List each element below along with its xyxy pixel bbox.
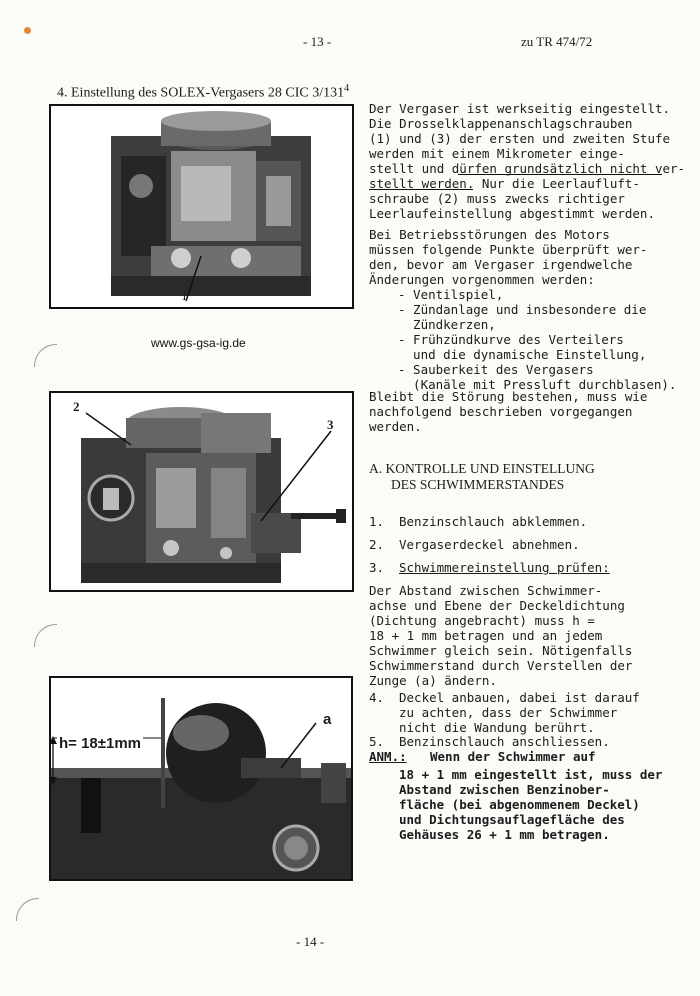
check-line: (Dichtung angebracht) muss h = <box>369 613 595 628</box>
note-first-line: Wenn der Schwimmer auf <box>430 749 596 764</box>
underline-mark <box>458 174 662 175</box>
punch-mark <box>34 624 57 647</box>
faults-line: Bei Betriebsstörungen des Motors <box>369 227 610 242</box>
step-number: 5. <box>369 734 385 749</box>
page-number-top: - 13 - <box>303 34 332 49</box>
note-line: Abstand zwischen Benzinober- <box>399 782 610 797</box>
checklist-item: und die dynamische Einstellung, <box>398 347 647 362</box>
step-number: 3. <box>369 560 385 575</box>
checklist-item: - Ventilspiel, <box>398 287 504 302</box>
section-title: 4. Einstellung des SOLEX-Vergasers 28 CI… <box>50 66 349 101</box>
float-level-illustration <box>51 678 351 879</box>
intro-line: (1) und (3) der ersten und zweiten Stufe <box>369 131 671 146</box>
note-line: Gehäuses 26 + 1 mm betragen. <box>399 827 610 842</box>
persist-line: werden. <box>369 419 422 434</box>
carburetor-photo-top: 1 <box>49 104 354 309</box>
step-number: 4. <box>369 690 385 705</box>
intro-line: stellt und dürfen grundsätzlich nicht ve… <box>369 161 686 176</box>
intro-line: Die Drosselklappenanschlagschrauben <box>369 116 633 131</box>
check-line: 18 + 1 mm betragen und an jedem <box>369 628 603 643</box>
figure-callout-2: 2 <box>73 399 80 414</box>
faults-paragraph: Bei Betriebsstörungen des Motors müssen … <box>369 227 647 287</box>
section-title-superscript: 4 <box>344 83 350 94</box>
carburetor-illustration-top <box>51 106 352 307</box>
section-a-subtitle: DES SCHWIMMERSTANDES <box>391 477 565 492</box>
step-number: 1. <box>369 514 385 529</box>
punch-dot <box>24 27 31 34</box>
carburetor-photo-middle: 2 3 <box>49 391 354 592</box>
intro-line: stellt werden. Nur die Leerlaufluft- <box>369 176 640 191</box>
intro-paragraph: Der Vergaser ist werkseitig eingestellt.… <box>369 101 685 221</box>
checklist-item: Zündkerzen, <box>398 317 496 332</box>
note-line: und Dichtungsauflagefläche des <box>399 812 625 827</box>
check-line: Der Abstand zwischen Schwimmer- <box>369 583 603 598</box>
note-body: 18 + 1 mm eingestellt ist, muss der Abst… <box>399 767 662 842</box>
checklist-item: - Zündanlage und insbesondere die <box>398 302 647 317</box>
checklist-item: - Sauberkeit des Vergasers <box>398 362 594 377</box>
intro-line: schraube (2) muss zwecks richtiger <box>369 191 625 206</box>
punch-mark <box>16 898 39 921</box>
persist-paragraph: Bleibt die Störung bestehen, muss wie na… <box>369 389 647 434</box>
note-label: ANM.: <box>369 749 407 764</box>
persist-line: nachfolgend beschrieben vorgegangen <box>369 404 633 419</box>
figure-callout-1: 1 <box>181 288 188 303</box>
check-line: achse und Ebene der Deckeldichtung <box>369 598 625 613</box>
float-height-dimension: h= 18±1mm <box>57 735 144 752</box>
checklist-item: (Kanäle mit Pressluft durchblasen). <box>398 377 677 392</box>
faults-line: den, bevor am Vergaser irgendwelche <box>369 257 633 272</box>
step-text: Schwimmereinstellung prüfen: <box>399 560 610 575</box>
step-number: 2. <box>369 537 385 552</box>
intro-line: Der Vergaser ist werkseitig eingestellt. <box>369 101 671 116</box>
punch-mark <box>34 344 57 367</box>
step4-line: nicht die Wandung berührt. <box>399 720 595 735</box>
float-level-photo: h= 18±1mm a <box>49 676 353 881</box>
float-check-paragraph: Der Abstand zwischen Schwimmer- achse un… <box>369 583 632 688</box>
section-title-text: 4. Einstellung des SOLEX-Vergasers 28 CI… <box>57 85 345 101</box>
underline-mark <box>369 189 473 190</box>
figure-callout-a: a <box>323 711 332 728</box>
page-number-bottom: - 14 - <box>296 934 325 949</box>
figure-callout-3: 3 <box>327 417 334 432</box>
step-text: Benzinschlauch abklemmen. <box>399 514 588 529</box>
faults-line: Änderungen vorgenommen werden: <box>369 272 595 287</box>
checklist: - Ventilspiel, - Zündanlage und insbeson… <box>398 287 676 392</box>
note-line: fläche (bei abgenommenem Deckel) <box>399 797 640 812</box>
check-line: Schwimmerstand durch Verstellen der <box>369 658 633 673</box>
step4-line: Deckel anbauen, dabei ist darauf <box>399 690 640 705</box>
carburetor-illustration-middle <box>51 393 352 590</box>
website-link[interactable]: www.gs-gsa-ig.de <box>151 336 246 350</box>
step4-text: Deckel anbauen, dabei ist darauf zu acht… <box>399 690 640 735</box>
step4-line: zu achten, dass der Schwimmer <box>399 705 618 720</box>
step5-text: Benzinschlauch anschliessen. <box>399 734 610 749</box>
faults-line: müssen folgende Punkte überprüft wer- <box>369 242 648 257</box>
step-text: Vergaserdeckel abnehmen. <box>399 537 580 552</box>
persist-line: Bleibt die Störung bestehen, muss wie <box>369 389 648 404</box>
checklist-item: - Frühzündkurve des Verteilers <box>398 332 624 347</box>
check-line: Zunge (a) ändern. <box>369 673 497 688</box>
document-reference: zu TR 474/72 <box>521 34 593 49</box>
section-a-title: A. KONTROLLE UND EINSTELLUNG <box>369 461 595 476</box>
intro-line: werden mit einem Mikrometer einge- <box>369 146 625 161</box>
check-line: Schwimmer gleich sein. Nötigenfalls <box>369 643 633 658</box>
intro-line: Leerlaufeinstellung abgestimmt werden. <box>369 206 655 221</box>
note-line: 18 + 1 mm eingestellt ist, muss der <box>399 767 663 782</box>
